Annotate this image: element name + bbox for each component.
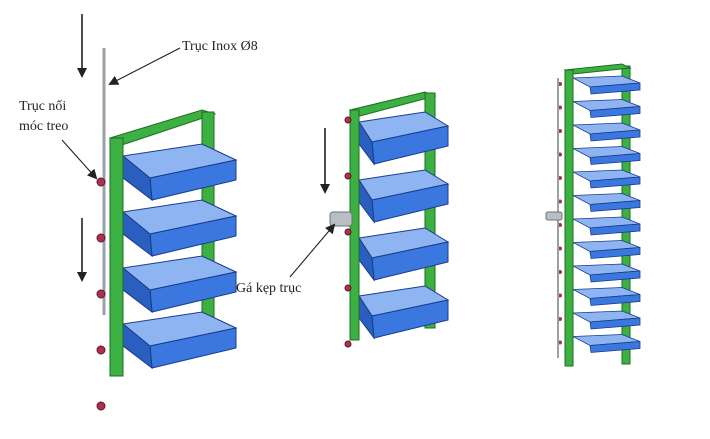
- left-blade: [121, 255, 238, 314]
- clamp-label: Gá kẹp trục: [236, 281, 301, 296]
- middle-blade: [358, 285, 450, 340]
- shaft-leader-line: [108, 47, 181, 85]
- left-hook-pin: [96, 233, 106, 243]
- middle-hook-pin: [344, 340, 352, 348]
- middle-louver-assembly: [320, 91, 450, 348]
- right-blade: [571, 75, 641, 95]
- hook-label-line2: móc treo: [19, 119, 68, 134]
- left-hook-pin: [96, 289, 106, 299]
- left-blades: [121, 143, 238, 370]
- right-blade: [571, 263, 641, 283]
- shaft-label: Trục Inox Ø8: [182, 39, 258, 54]
- middle-hook-pin: [344, 284, 352, 292]
- left-blade: [121, 199, 238, 258]
- annotations: Trục Inox Ø8 Trục nối móc treo Gá kẹp tr…: [19, 39, 336, 296]
- right-blade: [571, 216, 641, 236]
- right-blade: [571, 287, 641, 306]
- right-blade: [571, 334, 641, 353]
- middle-blades: [358, 111, 450, 340]
- left-louver-assembly: [77, 14, 238, 411]
- right-blade: [571, 122, 641, 142]
- left-frame-top: [108, 109, 217, 146]
- right-blade: [571, 146, 641, 165]
- right-shaft-clamp: [545, 211, 563, 221]
- middle-frame-back-post: [424, 92, 436, 329]
- middle-hook-pin: [344, 116, 352, 124]
- left-hook-pin: [96, 401, 106, 411]
- middle-blade: [358, 169, 450, 224]
- right-frame-top: [563, 63, 632, 75]
- right-louver-assembly: [545, 63, 641, 367]
- right-frame-front-post: [564, 69, 574, 367]
- right-blade: [571, 310, 641, 330]
- left-hook-pin: [96, 177, 106, 187]
- left-frame-front-post: [109, 137, 124, 377]
- left-blade: [121, 311, 238, 370]
- right-blade: [571, 169, 641, 189]
- middle-hook-pin: [344, 228, 352, 236]
- left-blade: [121, 143, 238, 202]
- middle-blade: [358, 227, 450, 282]
- right-blade: [571, 99, 641, 118]
- clamp-leader-line: [289, 223, 336, 278]
- left-hook-pins: [96, 177, 106, 411]
- right-blade: [571, 193, 641, 212]
- shaft-clamp-bracket: [329, 211, 353, 227]
- hook-label-line1: Trục nối: [19, 99, 66, 114]
- right-blade: [571, 240, 641, 259]
- middle-hook-pin: [344, 172, 352, 180]
- left-hook-pin: [96, 345, 106, 355]
- middle-hook-pins: [344, 116, 352, 348]
- hook-leader-line: [61, 139, 98, 180]
